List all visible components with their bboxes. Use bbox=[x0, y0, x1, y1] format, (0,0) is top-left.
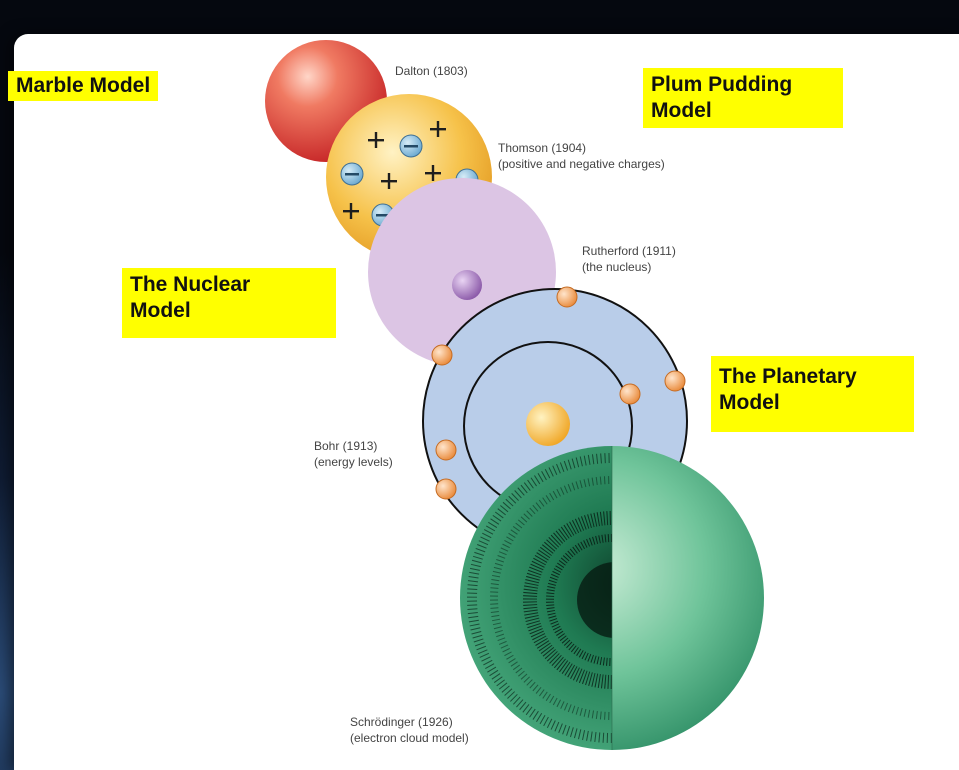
nuclear-model-label: The Nuclear Model bbox=[122, 268, 336, 338]
nucleus-icon bbox=[452, 270, 482, 300]
plum-pudding-model-label: Plum Pudding Model bbox=[643, 68, 843, 128]
dalton-caption: Dalton (1803) bbox=[395, 63, 468, 79]
bohr-caption: Bohr (1913) (energy levels) bbox=[314, 438, 393, 470]
marble-model-label: Marble Model bbox=[8, 71, 158, 101]
schrodinger-caption: Schrödinger (1926) (electron cloud model… bbox=[350, 714, 469, 746]
rutherford-caption: Rutherford (1911) (the nucleus) bbox=[582, 243, 676, 275]
schrodinger-sphere bbox=[460, 446, 764, 750]
nucleus-icon bbox=[526, 402, 570, 446]
thomson-caption: Thomson (1904) (positive and negative ch… bbox=[498, 140, 665, 172]
planetary-model-label: The Planetary Model bbox=[711, 356, 914, 432]
